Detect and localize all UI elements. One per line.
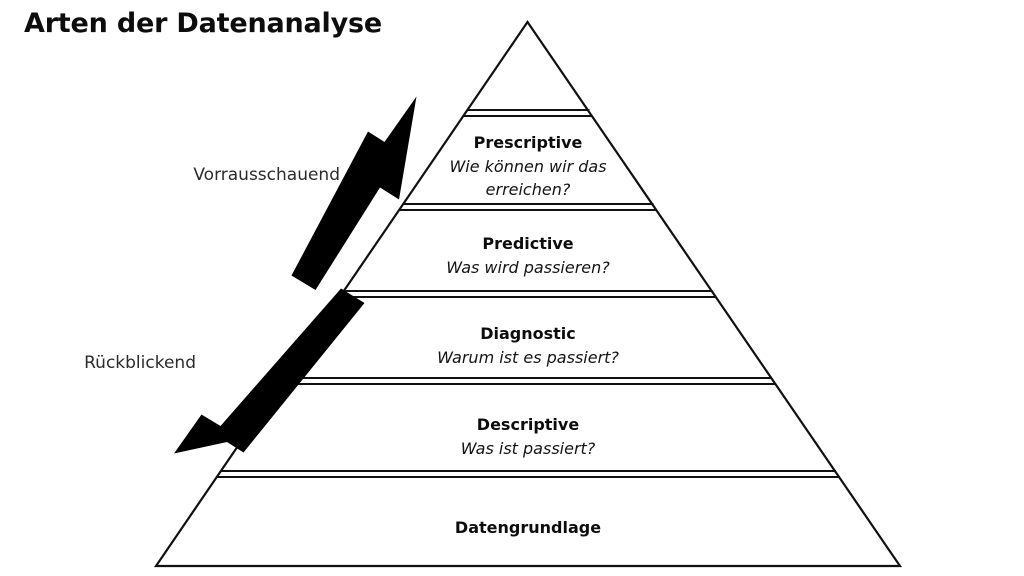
tier-divider-5 bbox=[216, 469, 840, 479]
tier-title-diagnostic: Diagnostic bbox=[480, 324, 576, 343]
tier-divider-4 bbox=[280, 376, 776, 386]
tier-title-descriptive: Descriptive bbox=[477, 415, 580, 434]
tier-title-predictive: Predictive bbox=[482, 234, 573, 253]
tier-divider-2 bbox=[399, 202, 657, 212]
tier-title-datengrundlage: Datengrundlage bbox=[455, 518, 601, 537]
tier-subtitle-prescriptive-line2: erreichen? bbox=[486, 180, 571, 199]
page-title: Arten der Datenanalyse bbox=[24, 8, 382, 39]
downward-arrow-icon bbox=[174, 288, 365, 454]
side-label-upper: Vorrausschauend bbox=[193, 165, 340, 185]
pyramid-outline bbox=[153, 20, 903, 568]
tier-subtitle-predictive: Was wird passieren? bbox=[446, 258, 610, 277]
upward-arrow-icon bbox=[291, 96, 417, 290]
side-label-lower: Rückblickend bbox=[84, 353, 196, 373]
tier-subtitle-diagnostic: Warum ist es passiert? bbox=[437, 348, 619, 367]
tier-divider-1 bbox=[463, 108, 593, 118]
tier-subtitle-prescriptive-line1: Wie können wir das bbox=[449, 157, 606, 176]
tier-title-prescriptive: Prescriptive bbox=[474, 133, 583, 152]
tier-subtitle-descriptive: Was ist passiert? bbox=[461, 439, 596, 458]
tier-divider-3 bbox=[339, 289, 717, 299]
